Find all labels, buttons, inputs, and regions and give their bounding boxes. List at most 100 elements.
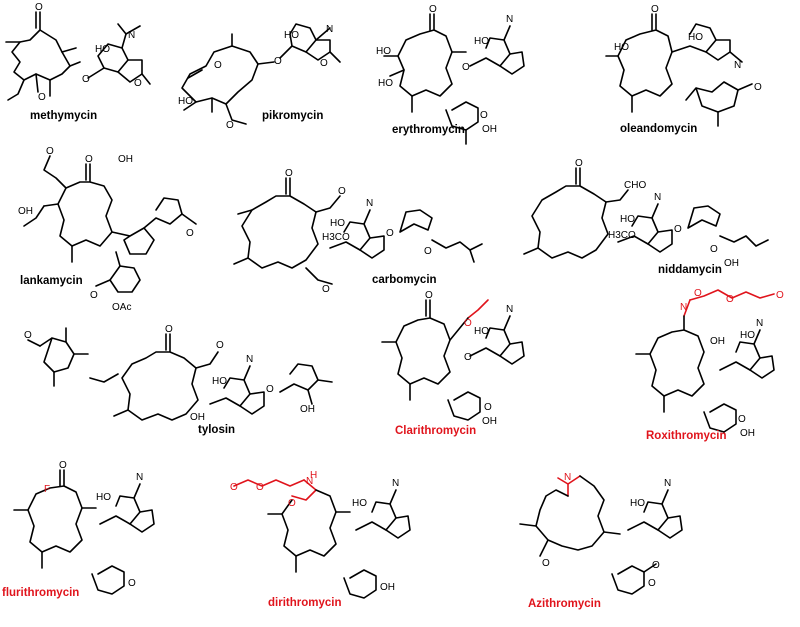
atom-N-oxime: N <box>680 302 687 313</box>
atom-O: O <box>285 168 293 179</box>
structure-niddamycin: O CHO N HO H3CO O O OH <box>523 158 769 269</box>
caption-methymycin: methymycin <box>30 110 98 122</box>
atom-O: O <box>429 4 437 15</box>
atom-OH: OH <box>482 124 497 135</box>
atom-H3CO: H3CO <box>608 230 636 241</box>
atom-N: N <box>128 30 135 41</box>
atom-O: O <box>216 340 224 351</box>
caption-tylosin: tylosin <box>198 424 236 436</box>
atom-HO: HO <box>178 96 193 107</box>
caption-dirithromycin: dirithromycin <box>268 597 342 609</box>
structure-dirithromycin: O O N H O HO N OH <box>230 470 411 599</box>
atom-N: N <box>246 354 253 365</box>
atom-HO: HO <box>378 78 393 89</box>
atom-N: N <box>506 14 513 25</box>
atom-O: O <box>320 58 328 69</box>
atom-N-ring: N <box>564 472 571 483</box>
atom-O: O <box>424 246 432 257</box>
caption-roxithromycin: Roxithromycin <box>646 430 727 442</box>
atom-O-ether: O <box>726 294 734 305</box>
atom-OH: OH <box>724 258 739 269</box>
atom-O: O <box>165 324 173 335</box>
atom-O: O <box>542 558 550 569</box>
atom-O: O <box>464 352 472 363</box>
structure-erythromycin: O HO HO HO N O O OH <box>376 4 525 145</box>
atom-N: N <box>734 60 741 71</box>
atom-O: O <box>425 290 433 301</box>
atom-HO: HO <box>284 30 299 41</box>
atom-OAc: OAc <box>112 302 131 313</box>
caption-flurithromycin: flurithromycin <box>2 587 80 599</box>
atom-O: O <box>226 120 234 131</box>
atom-HO: HO <box>95 44 110 55</box>
atom-O: O <box>186 228 194 239</box>
structure-clarithromycin: O HO N O O OH O <box>381 290 525 427</box>
atom-OH: OH <box>710 336 725 347</box>
atom-N: N <box>366 198 373 209</box>
atom-O: O <box>480 110 488 121</box>
structure-roxithromycin: N O O O HO N OH O OH <box>635 288 784 439</box>
structure-methymycin: O O O HO N O <box>5 2 151 103</box>
atom-O: O <box>575 158 583 169</box>
structure-flurithromycin: O F HO N O <box>13 460 155 595</box>
caption-carbomycin: carbomycin <box>372 274 437 286</box>
atom-HO: HO <box>630 498 645 509</box>
caption-azithromycin: Azithromycin <box>528 598 601 610</box>
atom-HO: HO <box>688 32 703 43</box>
atom-O: O <box>652 560 660 571</box>
atom-OH: OH <box>482 416 497 427</box>
atom-N: N <box>664 478 671 489</box>
atom-HO: HO <box>376 46 391 57</box>
atom-O-ether-terminal: O <box>776 290 784 301</box>
atom-O: O <box>274 56 282 67</box>
atom-O: O <box>38 92 46 103</box>
atom-O: O <box>674 224 682 235</box>
atom-O: O <box>484 402 492 413</box>
atom-O: O <box>90 290 98 301</box>
atom-O: O <box>338 186 346 197</box>
structure-tylosin: O O N HO O OH OH O <box>24 324 333 423</box>
atom-O: O <box>266 384 274 395</box>
atom-O-ether: O <box>256 482 264 493</box>
atom-O: O <box>85 154 93 165</box>
atom-OH: OH <box>18 206 33 217</box>
atom-O: O <box>322 284 330 295</box>
atom-O-oxime: O <box>694 288 702 299</box>
atom-O: O <box>710 244 718 255</box>
atom-O: O <box>648 578 656 589</box>
atom-O: O <box>46 146 54 157</box>
atom-HO: HO <box>474 326 489 337</box>
atom-OH: OH <box>300 404 315 415</box>
atom-O: O <box>82 74 90 85</box>
atom-HO: HO <box>96 492 111 503</box>
atom-O: O <box>651 4 659 15</box>
atom-N: N <box>654 192 661 203</box>
atom-O: O <box>128 578 136 589</box>
structure-carbomycin: O O N HO H3CO O O O <box>233 168 483 295</box>
atom-N: N <box>756 318 763 329</box>
caption-clarithromycin: Clarithromycin <box>395 425 477 437</box>
atom-O: O <box>24 330 32 341</box>
caption-erythromycin: erythromycin <box>392 124 465 136</box>
atom-HO: HO <box>614 42 629 53</box>
caption-niddamycin: niddamycin <box>658 264 722 276</box>
atom-O: O <box>462 62 470 73</box>
atom-O: O <box>386 228 394 239</box>
atom-O: O <box>738 414 746 425</box>
atom-O-ring: O <box>288 498 296 509</box>
atom-H3CO: H3CO <box>322 232 350 243</box>
atom-OH: OH <box>118 154 133 165</box>
caption-lankamycin: lankamycin <box>20 275 83 287</box>
atom-O: O <box>214 60 222 71</box>
atom-CHO: CHO <box>624 180 646 191</box>
atom-N: N <box>136 472 143 483</box>
atom-N: N <box>506 304 513 315</box>
atom-O: O <box>134 78 142 89</box>
atom-N: N <box>392 478 399 489</box>
structure-azithromycin: N HO N O O O <box>519 472 683 595</box>
caption-pikromycin: pikromycin <box>262 110 324 122</box>
atom-HO: HO <box>352 498 367 509</box>
atom-O: O <box>754 82 762 93</box>
caption-oleandomycin: oleandomycin <box>620 123 698 135</box>
